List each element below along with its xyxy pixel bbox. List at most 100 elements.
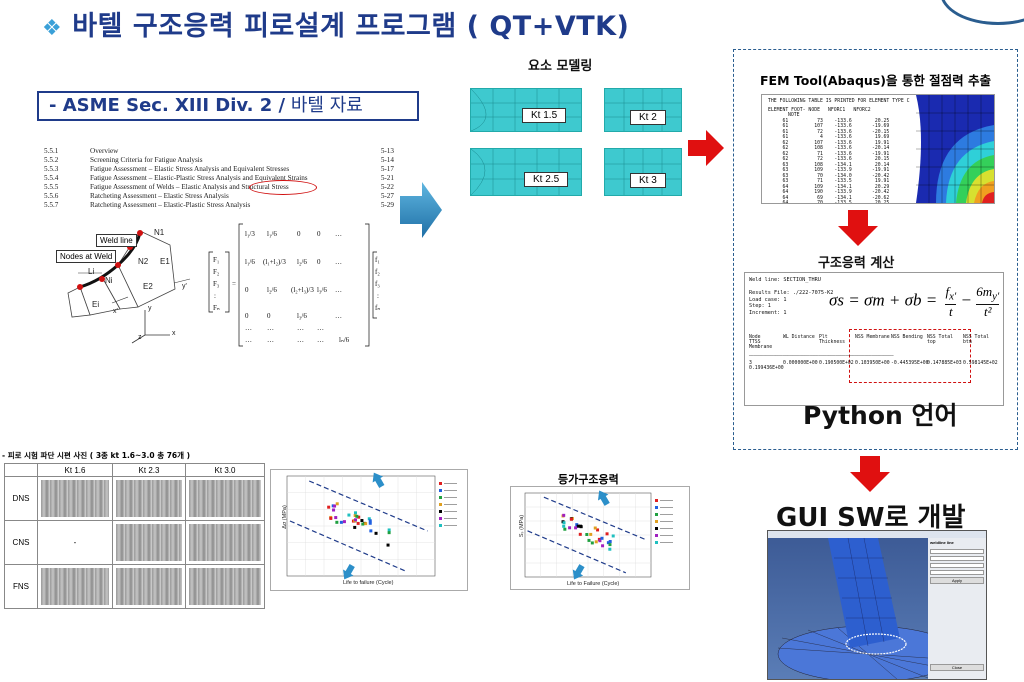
asme-label: - ASME Sec. XIII Div. 2 / — [49, 95, 286, 116]
gui-viewport — [768, 537, 959, 679]
ss-col-header: NSS Total top — [927, 335, 953, 345]
structural-stress-title: 구조응력 계산 — [818, 256, 895, 271]
data-point — [327, 505, 331, 509]
data-point — [355, 514, 359, 518]
gui-field-1[interactable] — [930, 549, 984, 554]
specimen-photo — [116, 480, 182, 517]
data-point — [334, 516, 338, 520]
fem-row: 64 69 -134.1 -20.62 — [768, 195, 890, 201]
chart2-ylabel: Sₛ (MPa) — [519, 514, 526, 538]
legend-swatch — [439, 489, 442, 492]
data-point — [360, 519, 364, 523]
stress-formula: σs = σm + σb = fx't − 6my't² — [829, 284, 1000, 319]
fem-row: 61 73 -133.6 20.25 — [768, 118, 890, 124]
nss-highlight-box — [849, 329, 971, 383]
data-point — [579, 524, 583, 528]
ss-cell: 0.000000E+00 — [783, 361, 818, 366]
svg-text:l₃/6: l₃/6 — [317, 286, 327, 294]
legend-swatch — [439, 524, 442, 527]
svg-text:l₂/6: l₂/6 — [267, 286, 277, 294]
data-point — [576, 524, 580, 528]
svg-text:l₁/6: l₁/6 — [267, 230, 277, 238]
python-label: Python 언어 — [803, 401, 958, 430]
data-point — [368, 521, 372, 525]
lower-bound-line — [289, 520, 406, 572]
fat-row-label: CNS — [4, 520, 38, 565]
toc-num: 5.5.5 — [44, 183, 59, 191]
data-point — [562, 524, 566, 528]
svg-text:l₂/6: l₂/6 — [297, 258, 307, 266]
svg-text:0: 0 — [317, 258, 321, 266]
toc-num: 5.5.7 — [44, 201, 59, 209]
ss-cell: 0.103950E+00 — [855, 361, 890, 366]
gui-title: GUI SW로 개발 — [776, 503, 966, 533]
chart1-ylabel: Δσ (MPa) — [281, 505, 288, 529]
gui-apply-button[interactable]: Apply — [930, 577, 984, 584]
specimen-photo — [41, 480, 109, 517]
data-point — [562, 521, 566, 525]
svg-text:0: 0 — [245, 312, 249, 320]
data-point — [563, 527, 567, 531]
lower-bound-line — [527, 530, 627, 574]
data-point — [585, 532, 589, 536]
data-point — [578, 532, 582, 536]
sn-chart-1: Life to failure (Cycle) Δσ (MPa) — [270, 469, 468, 591]
fem-row: 61 4 -133.6 19.69 — [768, 135, 890, 140]
specimen-photo — [116, 524, 182, 561]
svg-text:…: … — [335, 312, 342, 320]
data-point — [335, 520, 339, 524]
gui-close-button[interactable]: Close — [930, 664, 984, 671]
ss-meta-line: Load case: 1 — [749, 296, 787, 303]
data-point — [387, 528, 391, 532]
ss-meta-line: Increment: 1 — [749, 309, 787, 316]
fem-header: THE FOLLOWING TABLE IS PRINTED FOR ELEME… — [768, 99, 910, 104]
data-point — [598, 539, 602, 543]
fat-cell — [185, 520, 265, 565]
svg-text:fₙ: fₙ — [375, 304, 380, 312]
fem-row: 61 72 -133.6 -20.15 — [768, 129, 890, 135]
fem-table: THE FOLLOWING TABLE IS PRINTED FOR ELEME… — [762, 95, 924, 203]
data-point — [589, 532, 593, 536]
fem-row: 63 108 -134.1 20.14 — [768, 162, 890, 168]
svg-text:lₙ/6: lₙ/6 — [339, 336, 350, 344]
red-arrow-down-icon-2 — [850, 456, 890, 492]
kt-label-4: Kt 3 — [630, 173, 666, 188]
toc-num: 5.5.3 — [44, 165, 59, 173]
n1-label: N1 — [154, 228, 165, 237]
data-point — [601, 544, 605, 548]
ss-col-header: NSS Membrane — [855, 335, 890, 340]
svg-text::: : — [377, 292, 379, 300]
fem-col-nforc1: NFORC1 — [827, 107, 846, 113]
ei-label: Ei — [92, 300, 100, 309]
gui-field-3[interactable] — [930, 563, 984, 568]
data-point — [329, 516, 333, 520]
red-arrow-down-icon-1 — [838, 210, 878, 246]
ss-col-header: WL Distance — [783, 335, 815, 340]
svg-text::: : — [214, 292, 216, 300]
fat-cell — [37, 564, 113, 609]
red-arrow-right-icon — [688, 130, 724, 166]
fat-row: DNS — [4, 476, 265, 521]
kt-label-1: Kt 1.5 — [522, 108, 567, 123]
blue-pointer-icon — [572, 564, 585, 580]
data-point — [339, 520, 343, 524]
data-point — [606, 541, 610, 545]
toc-page: 5-17 — [380, 165, 394, 173]
logo-arc-icon — [940, 0, 1024, 25]
svg-text:f₃: f₃ — [375, 280, 380, 288]
page-title: ❖바텔 구조응력 피로설계 프로그램 ( QT+VTK) — [42, 4, 629, 43]
data-point — [364, 522, 368, 526]
kt-label-2: Kt 2 — [630, 110, 666, 125]
toc-page: 5-29 — [380, 201, 394, 209]
kt-mesh-panel-4 — [604, 148, 682, 196]
svg-text:…: … — [267, 336, 274, 344]
gui-field-2[interactable] — [930, 556, 984, 561]
toc-text: Fatigue Assessment – Elastic Stress Anal… — [90, 165, 290, 173]
asme-label-rest: 바텔 자료 — [285, 95, 363, 116]
gui-field-4[interactable] — [930, 570, 984, 575]
chart2-title: 등가구조응력 — [558, 473, 619, 486]
